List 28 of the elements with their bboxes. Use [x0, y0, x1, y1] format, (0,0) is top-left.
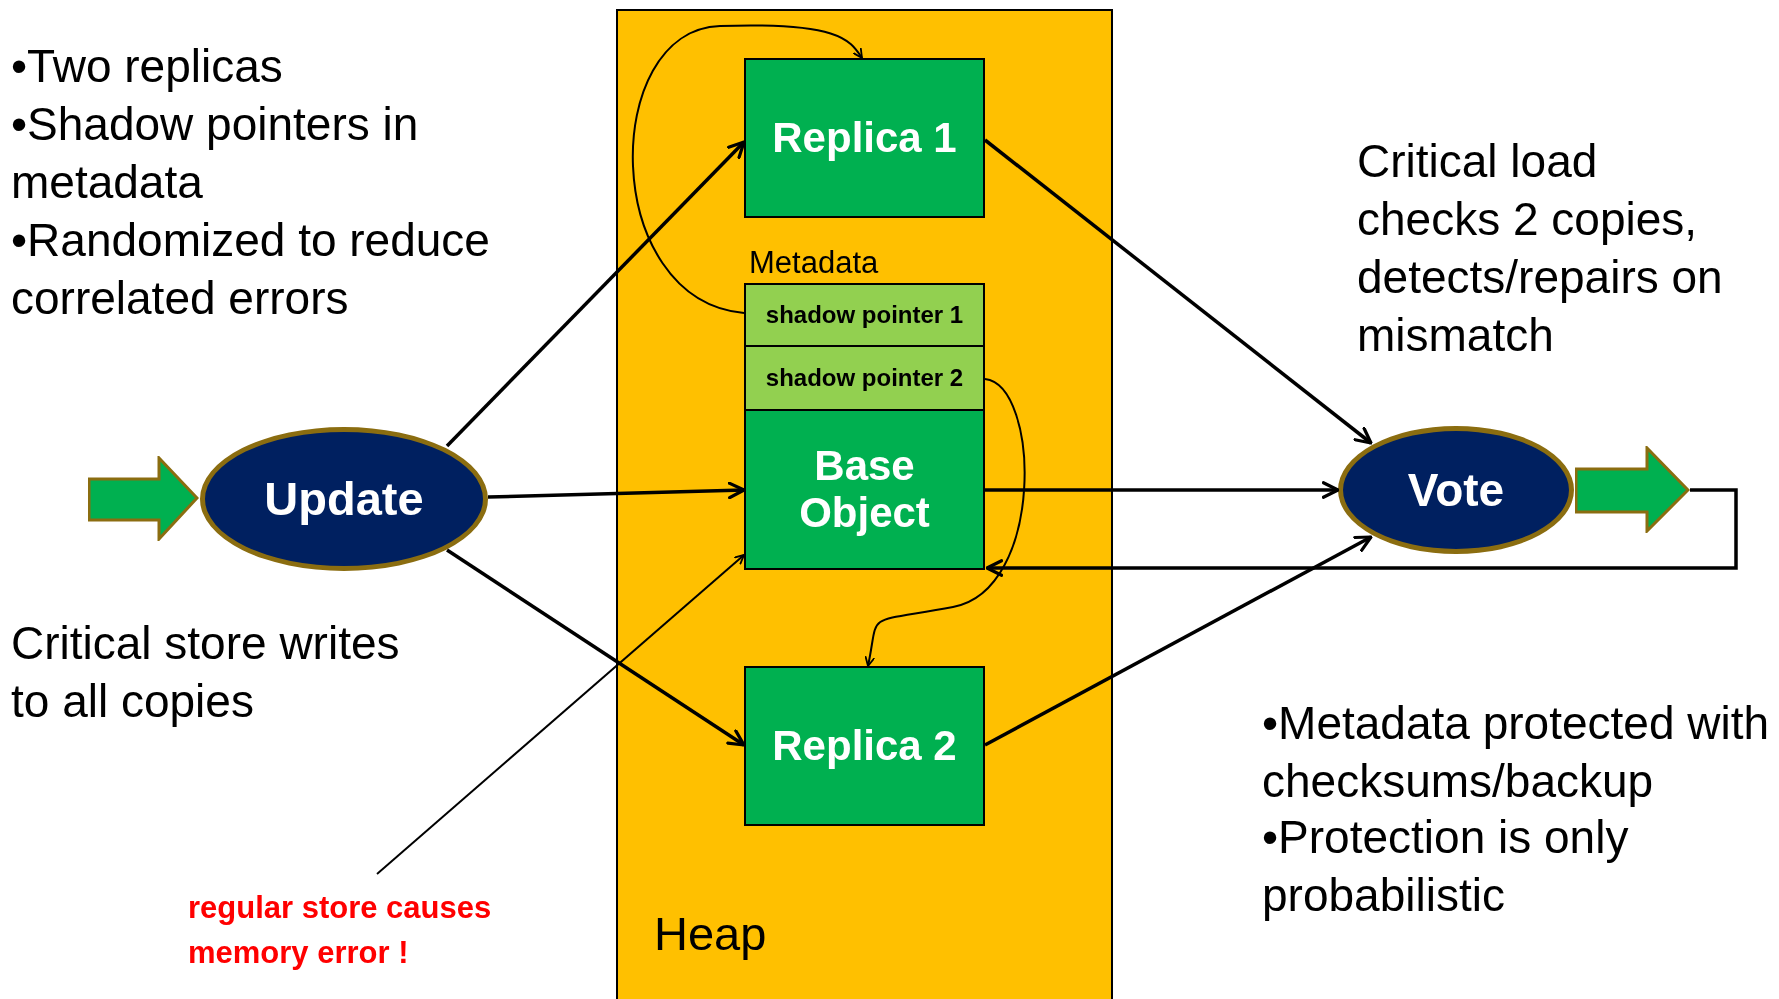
note-text: •Protection is only probabilistic — [1262, 810, 1630, 923]
note-text: •Randomized to reduce correlated errors — [11, 213, 491, 326]
arrow — [445, 140, 746, 448]
arrow — [864, 378, 1026, 667]
arrow — [983, 138, 1373, 445]
note-text: •Metadata protected with checksums/backup — [1262, 696, 1771, 809]
arrow — [446, 548, 746, 747]
note-text: Critical store writes to all copies — [11, 616, 401, 729]
replica-box: Replica 2 — [744, 666, 985, 826]
arrow — [984, 535, 1373, 747]
section-label: Metadata — [749, 245, 880, 281]
arrow — [632, 24, 863, 314]
metadata-field: shadow pointer 1 — [744, 283, 985, 347]
process-ellipse: Update — [200, 427, 488, 571]
callout-text: regular store causes memory error ! — [188, 885, 608, 975]
replica-box: Replica 1 — [744, 58, 985, 218]
arrow — [487, 481, 746, 500]
note-text: Critical load checks 2 copies, detects/repairs on mismatch — [1357, 134, 1724, 363]
arrow — [985, 481, 1340, 499]
note-text: •Two replicas — [11, 39, 284, 94]
process-ellipse: Vote — [1338, 426, 1574, 554]
object-box: Base Object — [744, 409, 985, 570]
note-text: •Shadow pointers in metadata — [11, 97, 420, 210]
leader-line — [376, 554, 745, 875]
heap-region — [616, 9, 1113, 999]
arrow — [985, 488, 1738, 577]
metadata-field: shadow pointer 2 — [744, 345, 985, 411]
region-label: Heap — [654, 906, 767, 962]
